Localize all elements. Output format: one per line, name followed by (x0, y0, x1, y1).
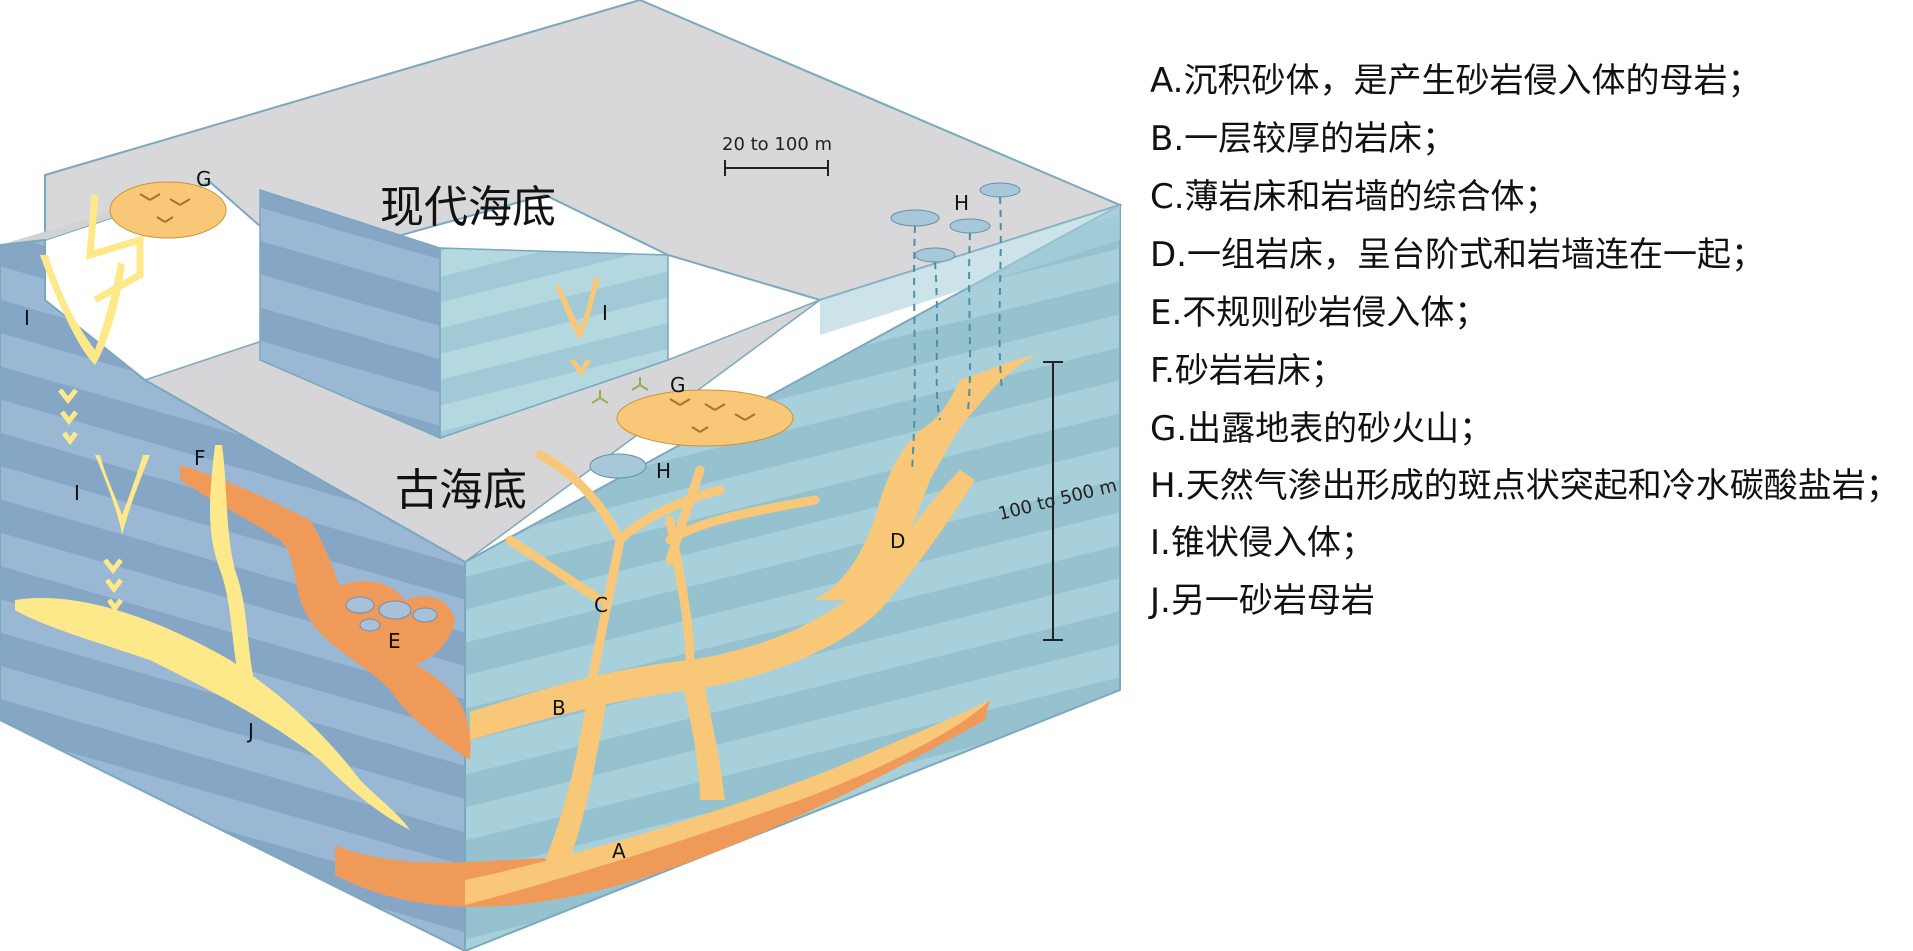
cone-intrusion-I-pit-lower (570, 358, 592, 377)
legend-item-F: F.砂岩岩床； (1150, 351, 1345, 391)
scale-bar-small (724, 160, 829, 176)
gas-seep-mound-H (589, 453, 647, 479)
feeder-dike (545, 680, 610, 860)
pit-wall-left (259, 188, 441, 440)
label-ancient-seafloor: 古海底 (395, 465, 527, 516)
legend-item-G: G.出露地表的砂火山； (1150, 409, 1494, 449)
gas-seep-mound-H (979, 182, 1021, 198)
sand-body-J (15, 598, 410, 830)
clast (345, 596, 375, 614)
letter-B: B (552, 696, 566, 720)
feeder-dike (680, 665, 725, 800)
clast (412, 607, 438, 623)
label-modern-seafloor: 现代海底 (380, 182, 556, 233)
letter-H-pit: H (656, 459, 671, 483)
stepped-sills-D (815, 355, 1035, 600)
dike-network-C (505, 450, 820, 695)
legend-item-C: C.薄岩床和岩墙的综合体； (1150, 177, 1559, 217)
legend-item-H: H.天然气渗出形成的斑点状突起和冷水碳酸盐岩； (1150, 466, 1900, 506)
legend-item-E: E.不规则砂岩侵入体； (1150, 293, 1489, 333)
scale-bar-large (1043, 361, 1063, 641)
scale-label-small: 20 to 100 m (722, 134, 832, 155)
feeder-to-volcano (86, 194, 144, 304)
letter-J: J (246, 719, 254, 743)
letter-A: A (612, 839, 626, 863)
sand-volcano-G (616, 389, 794, 447)
small-vents (591, 377, 649, 404)
legend-item-J: J.另一砂岩母岩 (1150, 581, 1375, 621)
letter-I-left-upper: I (24, 306, 30, 330)
cone-intrusion-I-pit (555, 278, 600, 340)
letter-I-pit: I (602, 301, 608, 325)
sill-B (470, 470, 975, 740)
letter-I-left-lower: I (74, 481, 80, 505)
letter-H-top: H (954, 191, 969, 215)
cone-intrusion-I (40, 255, 125, 365)
letter-G-pit: G (670, 373, 686, 397)
sand-body-A (335, 700, 990, 907)
letter-D: D (890, 529, 905, 553)
cone-intrusion-I (95, 455, 150, 535)
legend-item-A: A.沉积砂体，是产生砂岩侵入体的母岩； (1150, 61, 1762, 101)
sand-body-A-core (465, 700, 990, 905)
gas-seep-mound-H (914, 247, 956, 263)
letter-F: F (194, 446, 206, 470)
sand-volcano-G (109, 181, 227, 239)
block-right-upper-face (820, 205, 1120, 335)
volcano-vents (139, 193, 756, 433)
letter-C: C (594, 593, 608, 617)
gas-seep-mound-H (890, 209, 940, 227)
letter-G-top: G (196, 167, 212, 191)
cone-intrusion-chevrons (58, 388, 125, 633)
legend-item-I: I.锥状侵入体； (1150, 523, 1375, 563)
letter-E: E (388, 629, 401, 653)
gas-seep-conduits (911, 196, 1003, 471)
clast (359, 618, 381, 632)
legend-list: A.沉积砂体，是产生砂岩侵入体的母岩； B.一层较厚的岩床； C.薄岩床和岩墙的… (1150, 52, 1910, 630)
clast (378, 600, 412, 620)
sill-F (210, 445, 258, 700)
legend-item-D: D.一组岩床，呈台阶式和岩墙连在一起； (1150, 235, 1765, 275)
irregular-intrusion-E (180, 465, 471, 760)
gas-seep-mound-H (949, 218, 991, 234)
legend-item-B: B.一层较厚的岩床； (1150, 119, 1457, 159)
